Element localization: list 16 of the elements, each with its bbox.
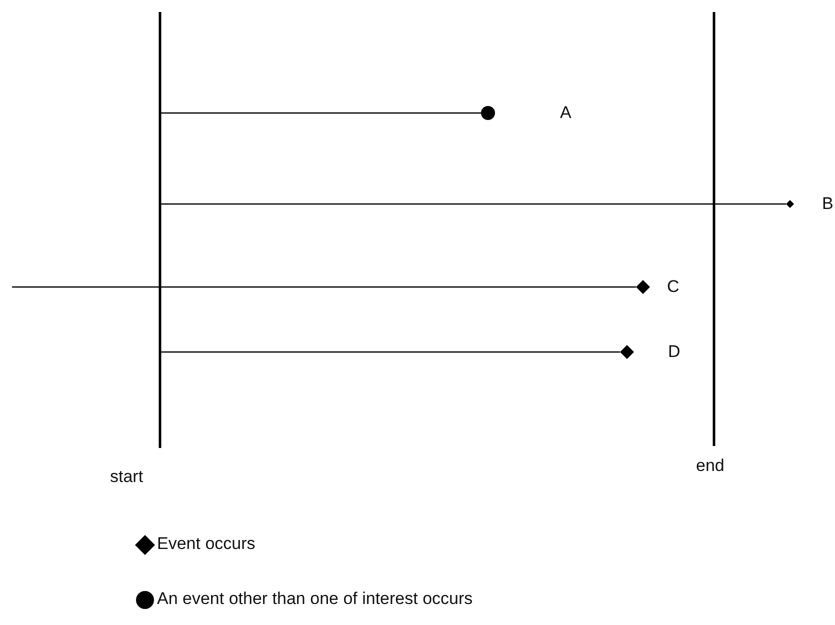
timeline-line [160, 203, 786, 205]
event-dot [481, 106, 495, 120]
subject-label: D [668, 342, 680, 362]
timeline-line [12, 286, 636, 288]
timeline-line [160, 351, 620, 353]
event-diamond [636, 280, 650, 294]
subject-label: B [822, 194, 834, 214]
subject-label: A [560, 103, 572, 123]
timeline-line [160, 112, 481, 114]
event-diamond [620, 345, 634, 359]
legend-text: Event occurs [157, 534, 256, 554]
axis-label: start [110, 467, 144, 487]
legend-text: An event other than one of interest occurs [157, 589, 473, 609]
subject-label: C [667, 277, 680, 297]
event-diamond [786, 200, 794, 208]
axis-label: end [696, 456, 724, 476]
